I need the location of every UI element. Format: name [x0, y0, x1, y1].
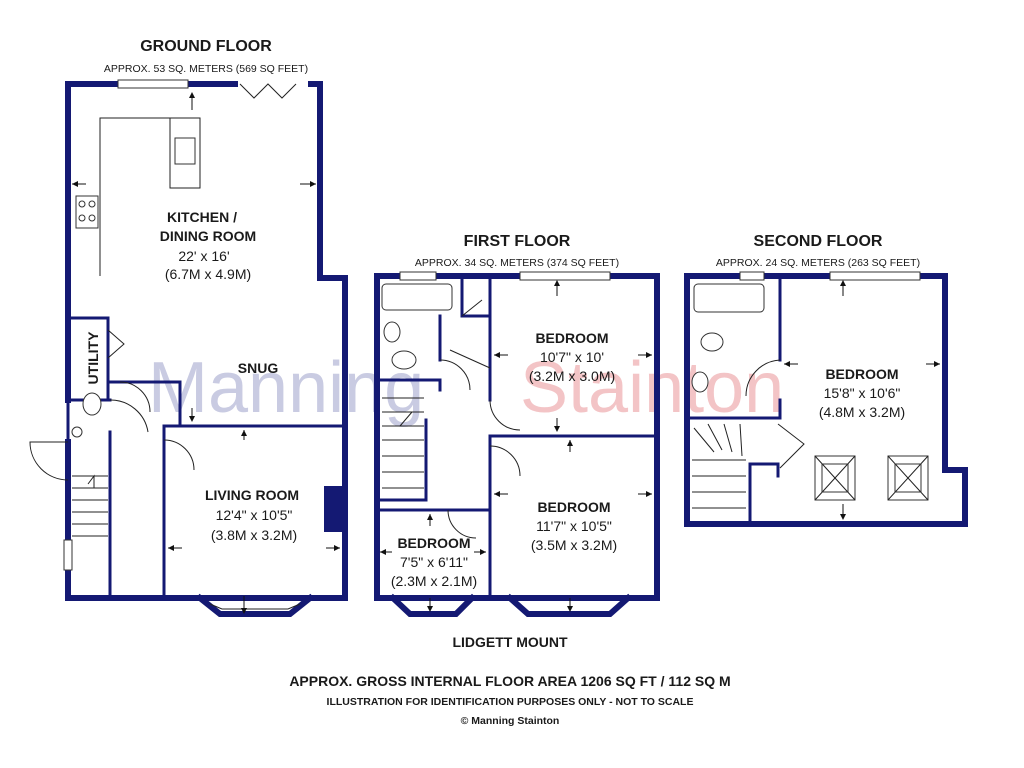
snug-label: SNUG	[238, 360, 279, 376]
living-bay-window	[195, 593, 315, 617]
bathroom-door-swing	[439, 349, 491, 391]
staircase-icon	[72, 474, 108, 537]
first-floor-plan: FIRST FLOOR APPROX. 34 SQ. METERS (374 S…	[374, 233, 660, 650]
living-door-swing	[163, 439, 195, 471]
bifold-door	[239, 83, 297, 99]
small-bedroom-bay	[388, 593, 477, 617]
utility-label: UTILITY	[85, 331, 101, 385]
disclaimer-text: ILLUSTRATION FOR IDENTIFICATION PURPOSES…	[327, 696, 694, 708]
kitchen-dim-imperial: 22' x 16'	[178, 248, 229, 264]
measurement-arrows	[72, 92, 340, 614]
bay-window-glass	[209, 603, 301, 610]
front-door	[29, 441, 69, 481]
first-floor-area: APPROX. 34 SQ. METERS (374 SQ FEET)	[415, 257, 619, 269]
second-floor-plan: SECOND FLOOR APPROX. 24 SQ. METERS (263 …	[684, 233, 968, 527]
bedroom-rear-door-swing	[489, 399, 521, 431]
copyright-text: © Manning Stainton	[461, 715, 560, 727]
toilet-icon	[391, 350, 417, 370]
kitchen-window	[117, 79, 189, 89]
hob-icon	[75, 195, 99, 229]
snug-door-swing	[119, 381, 151, 413]
basin-icon	[691, 371, 709, 393]
kitchen-label-line1: KITCHEN /	[167, 209, 237, 225]
ensuite-door-swing	[745, 359, 781, 397]
hob-ring	[78, 200, 86, 208]
toilet-icon	[82, 392, 102, 416]
ensuite-wall	[685, 274, 782, 420]
bedroom-small-label: BEDROOM	[397, 535, 470, 551]
bedroom-front-dim-imperial: 11'7" x 10'5"	[536, 518, 612, 534]
fireplace	[324, 486, 342, 532]
staircase-icon	[378, 397, 428, 502]
living-dim-metric: (3.8M x 3.2M)	[211, 527, 297, 543]
ground-floor-plan: GROUND FLOOR APPROX. 53 SQ. METERS (569 …	[29, 38, 348, 617]
ground-floor-title: GROUND FLOOR	[140, 38, 272, 55]
bathtub-icon	[693, 283, 765, 313]
kitchen-dim-metric: (6.7M x 4.9M)	[165, 266, 251, 282]
utility-door	[107, 329, 125, 359]
bedroom-front-dim-metric: (3.5M x 3.2M)	[531, 537, 617, 553]
hob-ring	[78, 214, 86, 222]
wc-door-swing	[109, 399, 149, 433]
hall-window	[63, 539, 73, 571]
toilet-icon	[700, 332, 724, 352]
second-floor-outer-wall	[684, 273, 968, 527]
ground-floor-outer-wall	[65, 81, 348, 601]
front-bedroom-door-swing	[489, 445, 521, 477]
gross-area-text: APPROX. GROSS INTERNAL FLOOR AREA 1206 S…	[289, 673, 730, 689]
loft-bedroom-dim-metric: (4.8M x 3.2M)	[819, 404, 905, 420]
bedroom-rear-dim-imperial: 10'7" x 10'	[540, 349, 604, 365]
bedroom-small-dim-metric: (2.3M x 2.1M)	[391, 573, 477, 589]
watermark-part2: Stainton	[520, 348, 784, 428]
measurement-arrows	[380, 280, 652, 612]
bedroom-window	[829, 271, 921, 281]
hob-ring	[88, 214, 96, 222]
kitchen-label-line2: DINING ROOM	[160, 228, 256, 244]
loft-bedroom-label: BEDROOM	[825, 366, 898, 382]
snug-partition	[106, 380, 182, 428]
skylight-icon	[887, 455, 929, 501]
living-room-wall	[162, 424, 347, 600]
landing-door	[777, 423, 805, 469]
street-label: LIDGETT MOUNT	[452, 634, 568, 650]
living-room-label: LIVING ROOM	[205, 487, 299, 503]
bedroom-small-dim-imperial: 7'5" x 6'11"	[400, 554, 468, 570]
basin-icon	[383, 321, 401, 343]
ensuite-window	[739, 271, 765, 281]
small-bedroom-door-swing	[447, 509, 477, 539]
ground-floor-area: APPROX. 53 SQ. METERS (569 SQ FEET)	[104, 63, 308, 75]
staircase-icon	[692, 423, 780, 526]
small-bedroom-wall	[375, 434, 492, 600]
hob-ring	[88, 200, 96, 208]
meter-icon	[71, 426, 83, 438]
bathtub-icon	[381, 283, 453, 311]
skylight-icon	[814, 455, 856, 501]
living-dim-imperial: 12'4" x 10'5"	[216, 507, 293, 523]
bathroom-window	[399, 271, 437, 281]
loft-bedroom-dim-imperial: 15'8" x 10'6"	[824, 385, 901, 401]
sink-icon	[174, 137, 196, 165]
front-bedroom-bay	[505, 593, 633, 617]
second-floor-area: APPROX. 24 SQ. METERS (263 SQ FEET)	[716, 257, 920, 269]
bedroom-rear-label: BEDROOM	[535, 330, 608, 346]
footer: APPROX. GROSS INTERNAL FLOOR AREA 1206 S…	[289, 673, 730, 727]
bedroom-front-label: BEDROOM	[537, 499, 610, 515]
bedroom-rear-dim-metric: (3.2M x 3.0M)	[529, 368, 615, 384]
bifold-opening	[238, 80, 308, 88]
cupboard-door	[461, 299, 483, 317]
first-floor-title: FIRST FLOOR	[464, 233, 571, 250]
second-floor-title: SECOND FLOOR	[754, 233, 883, 250]
measurement-arrows	[784, 280, 940, 520]
bedroom-rear-window	[519, 271, 611, 281]
worktop	[99, 117, 201, 276]
